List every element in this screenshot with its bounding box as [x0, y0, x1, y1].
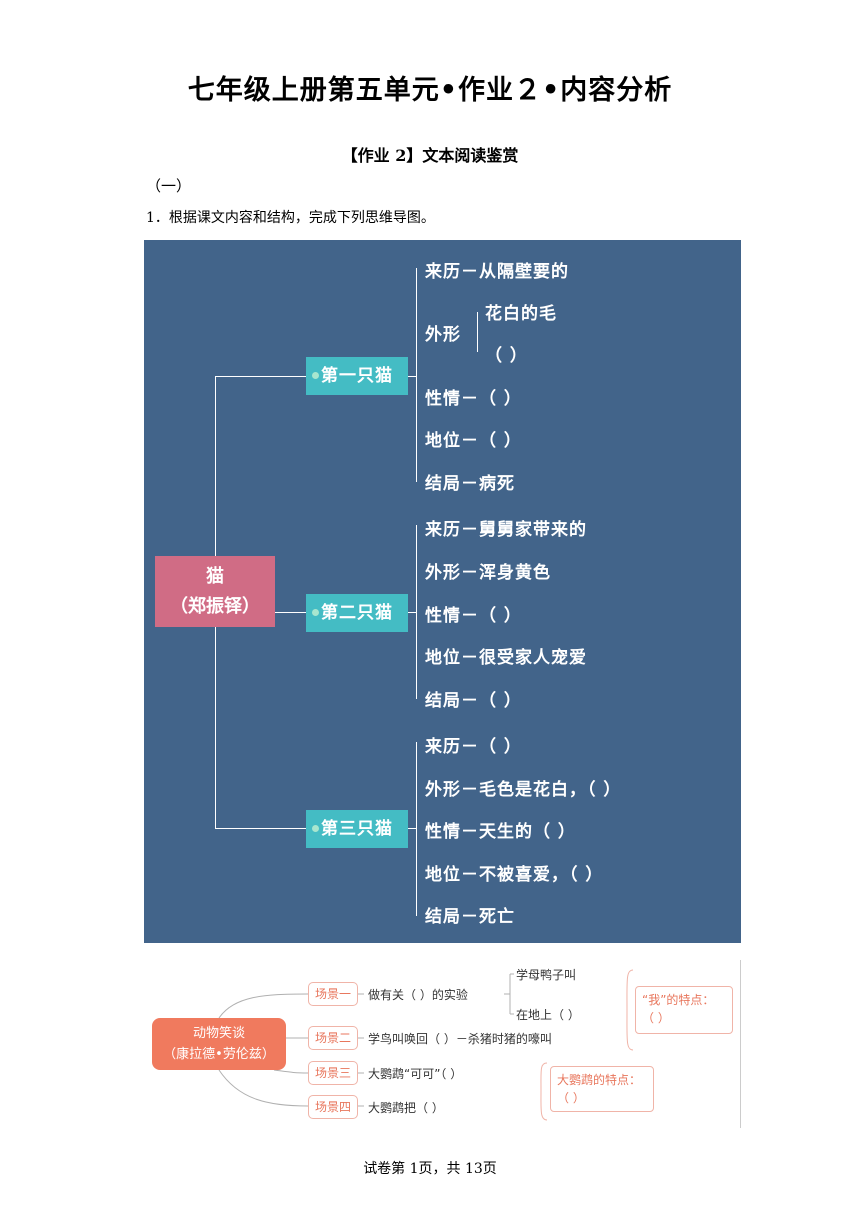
question-text: 1．根据课文内容和结构，完成下列思维导图。: [146, 210, 435, 226]
node-dot: [312, 609, 319, 616]
connector-line: [408, 828, 416, 829]
me-trait-label: “我”的特点：: [642, 993, 715, 1007]
connector-line: [215, 828, 306, 829]
first-cat-status: 地位－（ ）: [425, 431, 522, 451]
bracket-line: [477, 312, 478, 352]
second-cat-origin: 来历－舅舅家带来的: [425, 520, 587, 540]
me-trait-box: “我”的特点： （ ）: [635, 986, 733, 1034]
second-cat-label: 第二只猫: [321, 603, 393, 623]
connector-line: [215, 376, 306, 377]
animal-anecdotes-mind-map: 动物笑谈 （康拉德•劳伦兹） 场景一 做有关（ ）的实验 学母鸭子叫 在地上（ …: [144, 960, 741, 1128]
root-title: 动物笑谈: [192, 1026, 245, 1041]
third-cat-label: 第三只猫: [321, 819, 393, 839]
third-cat-origin: 来历－（ ）: [425, 737, 522, 757]
first-cat-appearance-label: 外形: [425, 325, 461, 345]
me-trait-blank: （ ）: [642, 1011, 670, 1025]
second-cat-appearance: 外形－浑身黄色: [425, 563, 551, 583]
page-title: 七年级上册第五单元•作业２•内容分析: [187, 75, 673, 106]
third-cat-temper: 性情－天生的（ ）: [425, 822, 576, 842]
map-border: [740, 960, 741, 1128]
second-cat-node: 第二只猫: [306, 594, 408, 632]
node-dot: [312, 825, 319, 832]
scene-1-branch-2: 在地上（ ）: [516, 1008, 580, 1022]
bracket-line: [416, 742, 417, 916]
third-cat-status: 地位－不被喜爱，（ ）: [425, 865, 604, 885]
mind-map-root: 动物笑谈 （康拉德•劳伦兹）: [152, 1018, 286, 1070]
bracket-line: [416, 268, 417, 482]
first-cat-label: 第一只猫: [321, 366, 393, 386]
third-cat-appearance: 外形－毛色是花白，（ ）: [425, 780, 622, 800]
root-author: （郑振铎）: [170, 596, 260, 617]
part-label: （一）: [146, 177, 192, 195]
parrot-trait-label: 大鹦鹉的特点：: [557, 1073, 642, 1087]
scene-2-text: 学鸟叫唤回（ ）－杀猪时猪的嚎叫: [368, 1032, 552, 1046]
third-cat-ending: 结局－死亡: [425, 907, 515, 927]
section-title: 【作业 2】文本阅读鉴赏: [341, 146, 519, 165]
first-cat-origin: 来历－从隔壁要的: [425, 262, 569, 282]
scene-3-node: 场景三: [308, 1061, 358, 1085]
bracket-line: [416, 525, 417, 699]
cat-mind-map: 猫 （郑振铎） 第一只猫 来历－从隔壁要的 外形 花白的毛 （ ） 性情－（ ）…: [144, 240, 741, 943]
first-cat-appearance-2: （ ）: [485, 346, 528, 366]
connector-line: [408, 612, 416, 613]
mind-map-root: 猫 （郑振铎）: [155, 556, 275, 627]
scene-4-node: 场景四: [308, 1095, 358, 1119]
second-cat-temper: 性情－（ ）: [425, 606, 522, 626]
node-dot: [312, 372, 319, 379]
third-cat-node: 第三只猫: [306, 810, 408, 848]
second-cat-status: 地位－很受家人宠爱: [425, 648, 587, 668]
parrot-trait-blank: （ ）: [557, 1091, 585, 1105]
connector-curves: [218, 969, 634, 1121]
scene-2-node: 场景二: [308, 1026, 358, 1050]
root-author: （康拉德•劳伦兹）: [163, 1047, 275, 1062]
scene-1-node: 场景一: [308, 982, 358, 1006]
scene-4-text: 大鹦鹉把（ ）: [368, 1101, 444, 1115]
root-title: 猫: [206, 566, 224, 587]
first-cat-appearance-1: 花白的毛: [485, 304, 557, 324]
scene-1-text: 做有关（ ）的实验: [368, 988, 468, 1002]
scene-3-text: 大鹦鹉“可可”（ ）: [368, 1067, 463, 1081]
first-cat-ending: 结局－病死: [425, 474, 515, 494]
scene-1-branch-1: 学母鸭子叫: [516, 968, 577, 982]
second-cat-ending: 结局－（ ）: [425, 691, 522, 711]
connector-line: [408, 376, 416, 377]
page-footer: 试卷第 1页，共 13页: [363, 1161, 497, 1177]
first-cat-temper: 性情－（ ）: [425, 389, 522, 409]
first-cat-node: 第一只猫: [306, 357, 408, 395]
connector-line: [275, 612, 306, 613]
parrot-trait-box: 大鹦鹉的特点： （ ）: [550, 1066, 654, 1112]
